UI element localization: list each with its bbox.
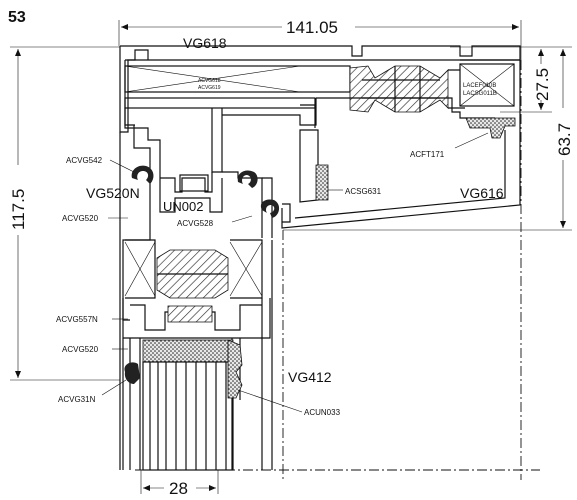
- dimension-top: 141.05: [118, 18, 522, 60]
- label-acvg520-upper-group: ACVG520: [62, 214, 128, 223]
- gasket-acun033: ACUN033: [227, 339, 341, 417]
- dimension-right: 27.5 63.7: [283, 46, 574, 231]
- seal-acsg631: ACSG631: [315, 164, 382, 201]
- dimension-right-upper: 27.5: [533, 68, 552, 101]
- label-acun033: ACUN033: [304, 408, 341, 417]
- sash-vg520n: VG520N UN002: [86, 170, 273, 470]
- gasket-acvg528: ACVG528: [177, 199, 291, 228]
- label-acvg31n: ACVG31N: [58, 395, 96, 404]
- label-acvg520-upper: ACVG520: [62, 214, 99, 223]
- label-lacsg011b: LACSG011B: [463, 91, 497, 97]
- gasket-acvg31n: ACVG31N: [58, 362, 140, 404]
- label-vg520n: VG520N: [86, 185, 140, 201]
- figure-number: 53: [8, 9, 26, 26]
- label-vg616: VG616: [460, 185, 504, 201]
- label-acvg619: ACVG619: [198, 85, 221, 91]
- dimension-left-height: 117.5: [9, 189, 28, 230]
- thermal-break-top: [349, 65, 449, 113]
- glazing-block-box: LACEF010B LACSG011B: [459, 63, 515, 107]
- label-acvg520-lower-group: ACVG520: [62, 345, 128, 354]
- label-lacef010b: LACEF010B: [463, 83, 496, 89]
- label-acvg542: ACVG542: [66, 156, 103, 165]
- label-acvg557n-group: ACVG557N: [56, 315, 128, 324]
- dimension-bottom: 28: [140, 470, 219, 498]
- dimension-bottom-width: 28: [169, 479, 188, 498]
- label-acsg631: ACSG631: [345, 187, 382, 196]
- label-acvg528: ACVG528: [177, 219, 214, 228]
- frame-vg618: ACVG618 ACVG619 VG618: [119, 35, 521, 178]
- label-un002: UN002: [163, 199, 203, 214]
- dimension-top-width: 141.05: [286, 18, 338, 37]
- gasket-inner-top: [237, 170, 258, 188]
- gasket-acft171: ACFT171: [410, 117, 516, 159]
- dimension-left: 117.5: [9, 46, 120, 381]
- label-acvg557n: ACVG557N: [56, 315, 98, 324]
- label-acvg520-lower: ACVG520: [62, 345, 99, 354]
- label-vg412: VG412: [288, 369, 332, 385]
- dimension-right-total: 63.7: [555, 123, 574, 156]
- gasket-acvg542: ACVG542: [66, 156, 154, 184]
- label-vg618: VG618: [183, 35, 227, 51]
- glass-panel: VG412: [142, 339, 332, 471]
- frame-lower: [119, 132, 124, 470]
- label-acvg618: ACVG618: [198, 78, 221, 84]
- label-acft171: ACFT171: [410, 150, 445, 159]
